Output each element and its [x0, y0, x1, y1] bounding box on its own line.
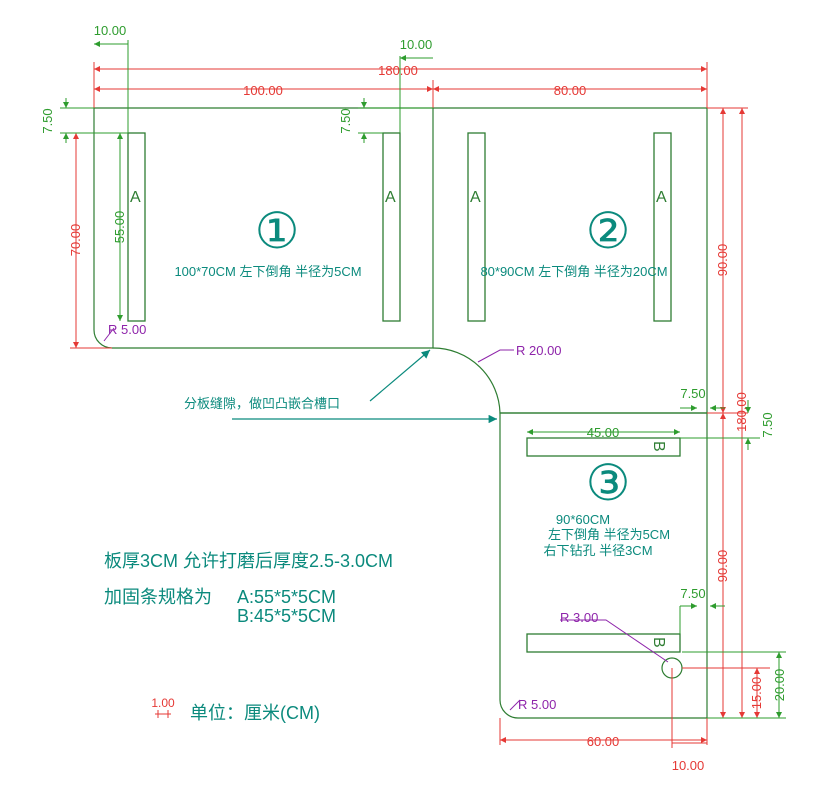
panel-2-outline — [432, 107, 708, 414]
radius-labels: R 5.00 R 20.00 R 3.00 R 5.00 — [108, 322, 598, 712]
note-reinforce-prefix: 加固条规格为 — [104, 587, 212, 607]
dim-90-lower: 90.00 — [715, 550, 730, 583]
radius-3: R 3.00 — [560, 610, 598, 625]
unit-legend: 1.00 单位：厘米(CM) — [151, 696, 320, 723]
dim-10-top-left: 10.00 — [94, 23, 127, 38]
dim-180-height: 180.00 — [734, 392, 749, 432]
strip-a-3-label: A — [470, 189, 481, 206]
radius-20: R 20.00 — [516, 343, 562, 358]
panel-3-outline — [499, 412, 708, 719]
dim-55: 55.00 — [112, 211, 127, 244]
panel-1-number: ① — [255, 203, 300, 259]
panel-3-line1: 左下倒角 半径为5CM — [548, 527, 670, 542]
dim-45: 45.00 — [587, 425, 620, 440]
green-dimensions — [60, 40, 786, 719]
dim-7-5-lower: 7.50 — [680, 586, 705, 601]
strip-b-1-label: B — [650, 441, 667, 452]
dim-7-5-right-b: 7.50 — [760, 412, 775, 437]
unit-label: 单位：厘米(CM) — [190, 703, 320, 723]
strip-labels: A A A A B B — [130, 189, 667, 648]
reinforcement-strips — [127, 132, 681, 653]
panel-labels: ① 100*70CM 左下倒角 半径为5CM ② 80*90CM 左下倒角 半径… — [174, 203, 670, 558]
dim-15: 15.00 — [749, 677, 764, 710]
strip-b-2 — [526, 633, 681, 653]
strip-a-1-label: A — [130, 189, 141, 206]
red-dimensions — [70, 62, 770, 748]
panel-3-size: 90*60CM — [556, 512, 610, 527]
strip-a-4 — [653, 132, 672, 322]
dim-60: 60.00 — [587, 734, 620, 749]
strip-a-4-label: A — [656, 189, 667, 206]
dim-7-5-left: 7.50 — [40, 108, 55, 133]
radius-leaders — [103, 327, 669, 711]
red-dimension-labels: 180.00 100.00 80.00 70.00 90.00 180.00 9… — [68, 63, 764, 773]
panel-3-line2: 右下钻孔 半径3CM — [543, 543, 652, 558]
dim-10-top-mid: 10.00 — [400, 37, 433, 52]
general-notes: 板厚3CM 允许打磨后厚度2.5-3.0CM 加固条规格为 A:55*5*5CM… — [104, 551, 393, 626]
strip-b-1 — [526, 437, 681, 457]
desk-outline — [93, 107, 708, 719]
dim-7-5-mid: 7.50 — [338, 108, 353, 133]
dim-20: 20.00 — [772, 669, 787, 702]
strip-a-2 — [382, 132, 401, 322]
radius-5-left: R 5.00 — [108, 322, 146, 337]
strip-a-1 — [127, 132, 146, 322]
panel-2-desc: 80*90CM 左下倒角 半径为20CM — [480, 264, 667, 279]
strip-b-2-label: B — [650, 637, 667, 648]
dim-80: 80.00 — [554, 83, 587, 98]
gap-arrows — [232, 349, 497, 424]
dim-7-5-right-a: 7.50 — [680, 386, 705, 401]
panel-2-number: ② — [586, 203, 631, 259]
dim-70: 70.00 — [68, 224, 83, 257]
panel-1-desc: 100*70CM 左下倒角 半径为5CM — [174, 264, 361, 279]
panel-3-number: ③ — [586, 455, 631, 511]
dim-90-upper: 90.00 — [715, 244, 730, 277]
unit-sample-value: 1.00 — [151, 696, 175, 710]
note-reinforce-a: A:55*5*5CM — [237, 587, 336, 607]
note-thickness: 板厚3CM 允许打磨后厚度2.5-3.0CM — [104, 551, 393, 571]
gap-note: 分板缝隙，做凹凸嵌合槽口 — [184, 396, 340, 411]
panel-1-outline — [93, 107, 434, 349]
radius-5-bottom: R 5.00 — [518, 697, 556, 712]
strip-a-2-label: A — [385, 189, 396, 206]
green-dimension-labels: 10.00 10.00 7.50 7.50 55.00 45.00 7.50 7… — [40, 23, 787, 701]
dim-10-bottom: 10.00 — [672, 758, 705, 773]
strip-a-3 — [467, 132, 486, 322]
note-reinforce-b: B:45*5*5CM — [237, 606, 336, 626]
dim-180-width: 180.00 — [378, 63, 418, 78]
dim-100: 100.00 — [243, 83, 283, 98]
